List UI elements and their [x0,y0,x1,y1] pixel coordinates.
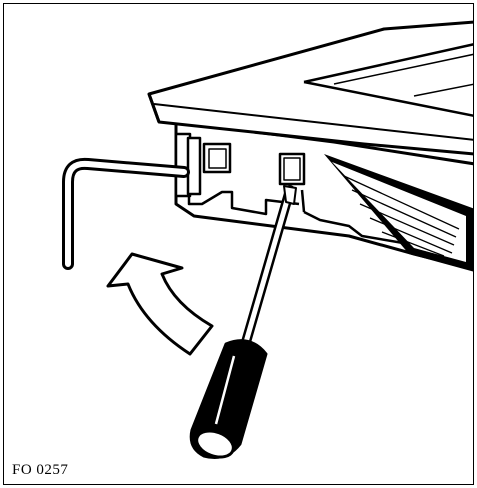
technical-illustration [62,20,473,459]
hex-key [62,157,190,270]
figure-frame: FO 0257 [3,3,474,485]
screwdriver-handle [189,339,268,459]
side-shading [324,154,473,272]
screwdriver [239,185,297,354]
figure-code: FO 0257 [12,462,69,478]
rotation-arrow [106,252,214,356]
mounting-rail [187,169,410,246]
unit-top-slab [147,20,473,156]
retaining-clips [174,132,306,198]
